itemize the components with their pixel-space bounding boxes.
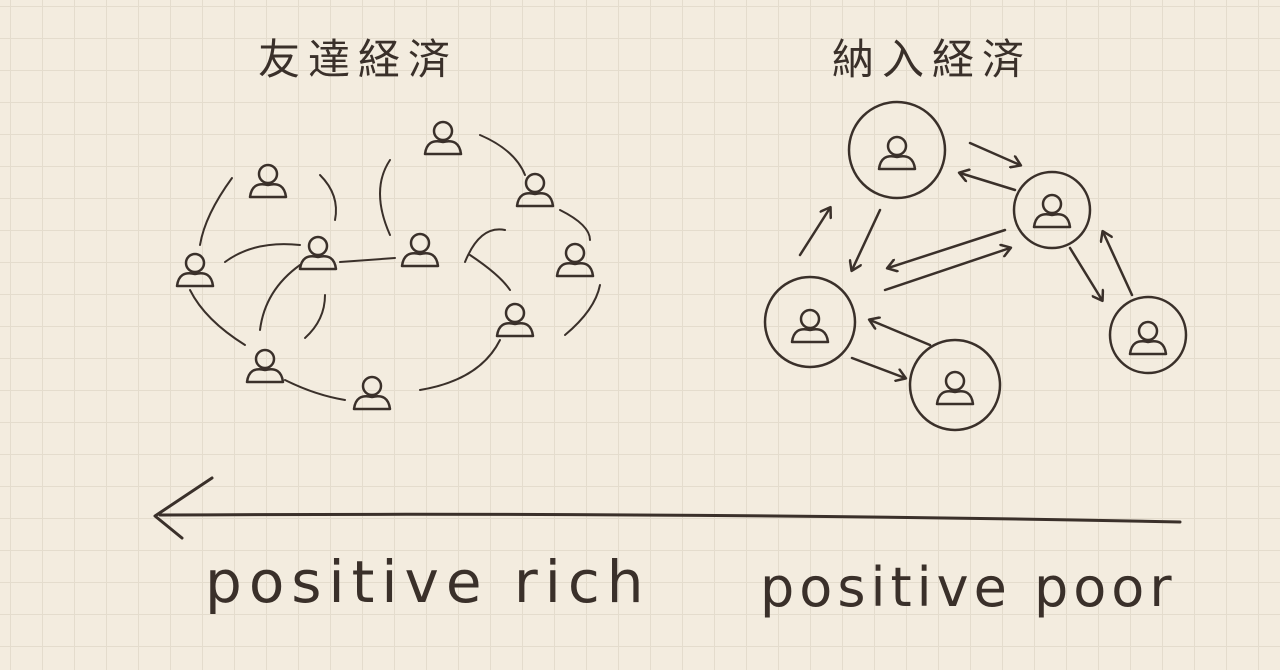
arrow: [883, 248, 1010, 292]
arrow: [870, 320, 932, 347]
arrow: [1103, 232, 1134, 297]
right-diagram-title: 納入経済: [832, 35, 1033, 84]
person-icon: [555, 242, 595, 278]
person-icon: [352, 375, 392, 411]
person-icon: [175, 252, 215, 288]
arrow: [888, 228, 1007, 268]
right-caption: positive poor: [760, 556, 1177, 619]
arrow: [850, 356, 905, 378]
node-circle: [908, 338, 1002, 432]
arrow: [1068, 246, 1102, 300]
arrow: [968, 141, 1020, 165]
person-icon: [298, 235, 338, 271]
person-icon: [495, 302, 535, 338]
person-icon: [877, 135, 917, 171]
left-diagram-title: 友達経済: [258, 35, 459, 84]
long-left-arrow-icon: [153, 476, 1182, 540]
person-icon: [515, 172, 555, 208]
node-circle: [1012, 170, 1092, 250]
node-circle: [763, 275, 857, 369]
person-icon: [1128, 320, 1168, 356]
person-icon: [400, 232, 440, 268]
friend-economy-network: [175, 120, 601, 411]
person-icon: [1032, 193, 1072, 229]
node-circle: [1108, 295, 1188, 375]
arrow: [798, 208, 830, 257]
person-icon: [248, 163, 288, 199]
left-caption: positive rich: [205, 548, 651, 616]
person-icon: [935, 370, 975, 406]
arrow: [852, 208, 882, 270]
supply-economy-network: [763, 100, 1188, 432]
person-icon: [245, 348, 285, 384]
person-icon: [423, 120, 463, 156]
arrow: [960, 173, 1017, 192]
node-circle: [847, 100, 947, 200]
person-icon: [790, 308, 830, 344]
